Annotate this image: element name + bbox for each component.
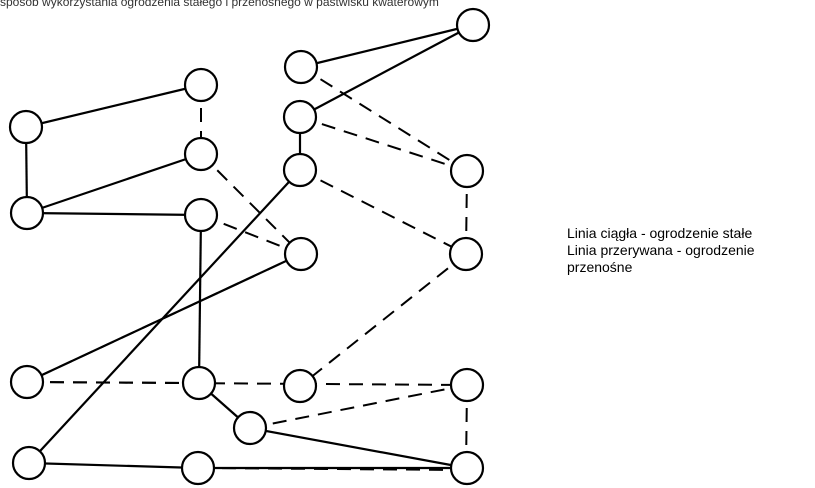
- fixed-fence-line-p1-p4: [299, 24, 474, 118]
- fence-post-p18: [11, 445, 47, 481]
- portable-fence-line-p13-p16: [26, 381, 468, 386]
- fixed-fence-line-p8-p18: [28, 169, 301, 464]
- fence-post-p3: [183, 67, 219, 103]
- fence-post-p8: [282, 152, 318, 188]
- fence-post-p19: [180, 450, 216, 486]
- fence-post-p5: [8, 109, 44, 145]
- fence-post-p12: [448, 236, 484, 272]
- fence-posts: [8, 7, 491, 486]
- portable-fence-line-p11-p10: [200, 214, 302, 255]
- fence-post-p17: [232, 410, 268, 446]
- fence-post-p6: [183, 136, 219, 172]
- fixed-fence-line-p1-p2: [300, 23, 474, 69]
- portable-fence-line-p2-p9: [300, 66, 468, 172]
- legend-dashed-line-cont: przenośne: [567, 259, 633, 275]
- portable-fence-line-p6-p11: [200, 153, 302, 255]
- fixed-fence-line-p3-p5: [25, 83, 202, 129]
- fence-post-p11: [283, 236, 319, 272]
- portable-fence-line-p16-p17: [249, 384, 468, 429]
- fence-lines: [24, 23, 474, 471]
- portable-fence-line-p13-p14: [26, 381, 200, 384]
- fixed-fence-line-p17-p21: [249, 426, 468, 470]
- legend-solid-line: Linia ciągła - ogrodzenie stałe: [567, 225, 753, 241]
- fence-post-p13: [9, 364, 45, 400]
- fixed-fence-line-p18-p19: [28, 461, 199, 470]
- fence-post-p10: [183, 197, 219, 233]
- top-caption: sposób wykorzystania ogrodzenia stałego …: [0, 0, 439, 9]
- portable-fence-line-p8-p12: [299, 169, 467, 255]
- legend: Linia ciągła - ogrodzenie stałe Linia pr…: [567, 225, 755, 276]
- fixed-fence-line-p6-p7: [26, 152, 202, 215]
- portable-fence-line-p11-p13: [26, 253, 302, 383]
- fence-post-p1: [455, 7, 491, 43]
- legend-dashed-line: Linia przerywana - ogrodzenie: [567, 242, 755, 258]
- fence-post-p14: [181, 365, 217, 401]
- portable-fence-line-p12-p15: [299, 253, 467, 387]
- fence-post-p2: [283, 49, 319, 85]
- fence-post-p15: [282, 368, 318, 404]
- fence-post-p21: [449, 450, 485, 486]
- portable-fence-line-p4-p9: [299, 116, 468, 172]
- fence-post-p7: [9, 195, 45, 231]
- fence-post-p16: [449, 367, 485, 403]
- fixed-fence-line-p7-p10: [26, 211, 202, 217]
- fence-post-p9: [449, 153, 485, 189]
- fixed-fence-line-p10-p14: [197, 214, 203, 384]
- fence-post-p4: [282, 99, 318, 135]
